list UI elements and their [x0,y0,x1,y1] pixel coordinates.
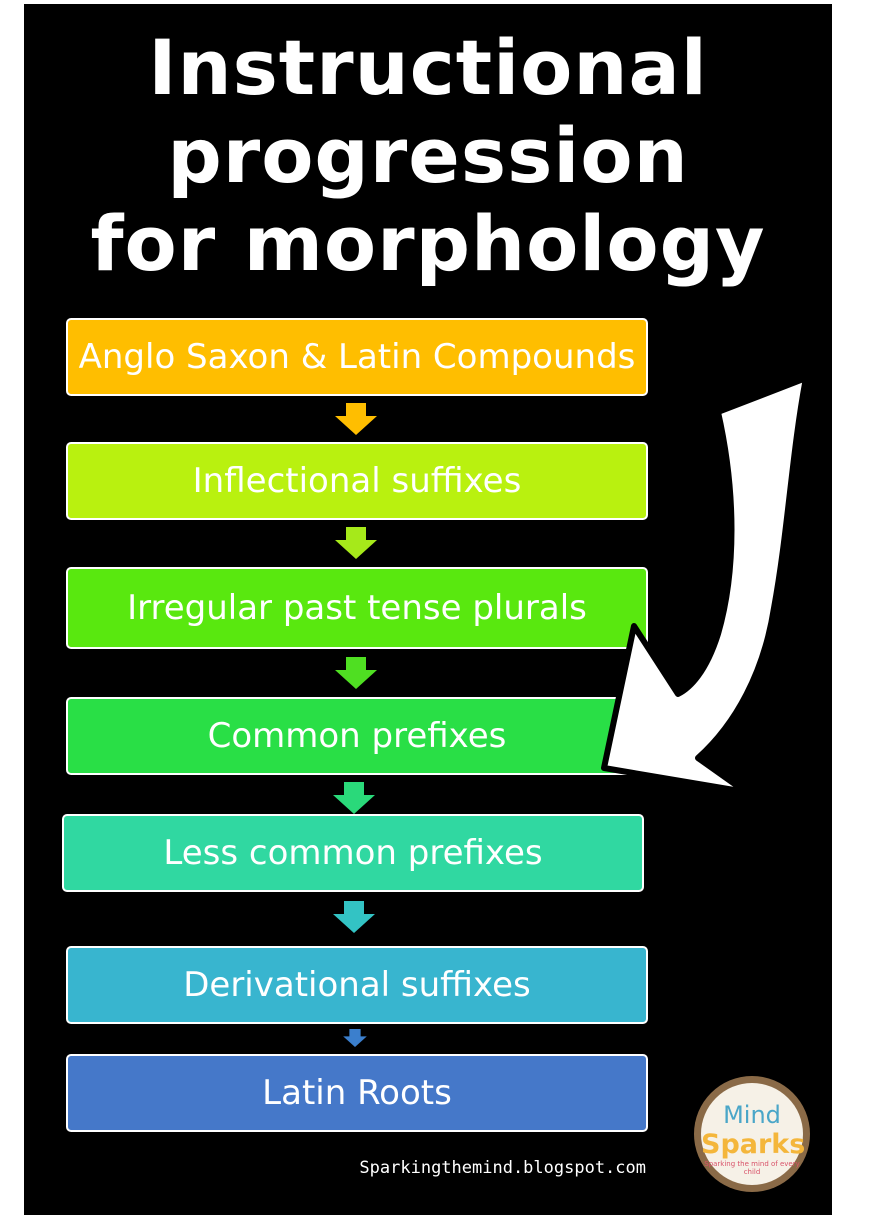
title-line-2: progression [167,111,689,200]
mind-sparks-logo: Mind Sparks Sparking the mind of every c… [694,1076,810,1192]
poster-title: Instructional progression for morphology [24,24,832,288]
title-line-3: for morphology [90,199,766,288]
logo-text-mind: Mind [723,1101,781,1129]
step-box-2: Inflectional suffixes [66,442,648,520]
step-box-1: Anglo Saxon & Latin Compounds [66,318,648,396]
down-arrow-icon [333,782,375,814]
title-line-1: Instructional [148,23,708,112]
down-arrow-icon [335,403,377,435]
down-arrow-icon [335,527,377,559]
website-url: Sparkingthemind.blogspot.com [359,1158,646,1178]
logo-inner-circle: Mind Sparks Sparking the mind of every c… [701,1083,806,1185]
down-arrow-icon [343,1029,367,1047]
step-box-5: Less common prefixes [62,814,644,892]
curved-down-left-arrow-icon [601,375,809,795]
step-box-3: Irregular past tense plurals [66,567,648,649]
step-box-6: Derivational suffixes [66,946,648,1024]
step-box-7: Latin Roots [66,1054,648,1132]
down-arrow-icon [333,901,375,933]
logo-tagline: Sparking the mind of every child [704,1160,800,1176]
logo-text-sparks: Sparks [701,1129,806,1160]
step-box-4: Common prefixes [66,697,648,775]
down-arrow-icon [335,657,377,689]
